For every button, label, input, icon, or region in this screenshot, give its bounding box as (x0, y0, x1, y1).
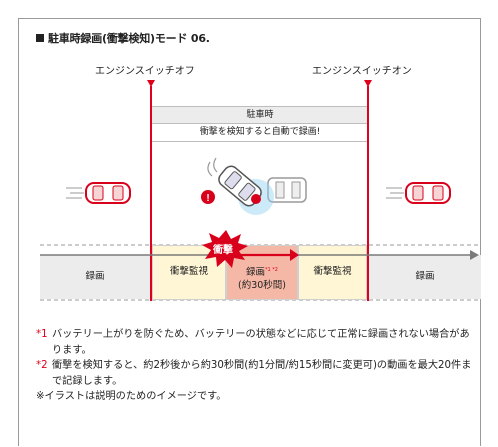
impact-burst-icon (202, 230, 248, 268)
note-1-mark: *1 (36, 329, 48, 340)
parked-car-icon (267, 177, 307, 203)
timeline-red-arrowhead (290, 249, 299, 261)
parking-subtitle: 衝撃を検知すると自動で録画! (199, 127, 321, 137)
svg-text:!: ! (206, 193, 209, 204)
timeline-shock-monitor-2: 衝撃監視 (298, 245, 367, 300)
impact-burst-label: 衝撃 (213, 245, 233, 256)
square-bullet-icon (36, 34, 44, 42)
timeline-recording-right: 録画 (369, 255, 481, 299)
section-heading: 駐車時録画(衝撃検知)モード 06. (36, 30, 210, 46)
note-2-mark: *2 (36, 360, 48, 371)
timeline-recording-event-sup: *1 *2 (265, 267, 278, 274)
motion-lines (207, 161, 213, 177)
note-3: ※イラストは説明のためのイメージです。 (36, 389, 476, 405)
timeline-recording-event-sub: (約30秒間) (237, 279, 286, 291)
notes-block: *1 バッテリー上がりを防ぐため、バッテリーの状態などに応じて正常に録画されない… (36, 327, 476, 405)
timeline-shock-monitor-2-label: 衝撃監視 (313, 266, 352, 278)
parking-title: 駐車時 (246, 110, 274, 120)
timeline-gray-arrowhead (470, 250, 479, 260)
note-2-text: 衝撃を検知すると、約2秒後から約30秒間(約1分間/約15秒間に変更可)の動画を… (52, 360, 472, 387)
engine-on-label: エンジンスイッチオン (312, 66, 412, 77)
note-1: *1 バッテリー上がりを防ぐため、バッテリーの状態などに応じて正常に録画されない… (36, 327, 476, 358)
car-right-icon (386, 182, 451, 204)
timeline-shock-monitor-1-label: 衝撃監視 (169, 266, 208, 278)
note-1-text: バッテリー上がりを防ぐため、バッテリーの状態などに応じて正常に録画されない場合が… (52, 329, 470, 356)
engine-off-label: エンジンスイッチオフ (95, 66, 195, 77)
impact-spot (251, 194, 261, 204)
timeline-recording-left-label: 録画 (85, 270, 105, 282)
heading-text: 駐車時録画(衝撃検知)モード 06. (48, 32, 210, 45)
timeline-recording-event-label: 録画 (246, 267, 266, 279)
note-2: *2 衝撃を検知すると、約2秒後から約30秒間(約1分間/約15秒間に変更可)の… (36, 358, 476, 389)
warning-icon: ! (201, 190, 215, 204)
timeline-recording-right-label: 録画 (415, 270, 435, 282)
engine-off-line (150, 86, 152, 301)
content-frame (18, 18, 481, 446)
engine-on-line (367, 86, 369, 301)
bumped-car-icon (218, 165, 262, 207)
timeline-recording-left: 録画 (40, 255, 150, 299)
engine-on-marker-triangle (364, 80, 372, 87)
engine-off-marker-triangle (147, 80, 155, 87)
note-3-text: ※イラストは説明のためのイメージです。 (36, 391, 227, 402)
car-left-icon (66, 182, 131, 204)
